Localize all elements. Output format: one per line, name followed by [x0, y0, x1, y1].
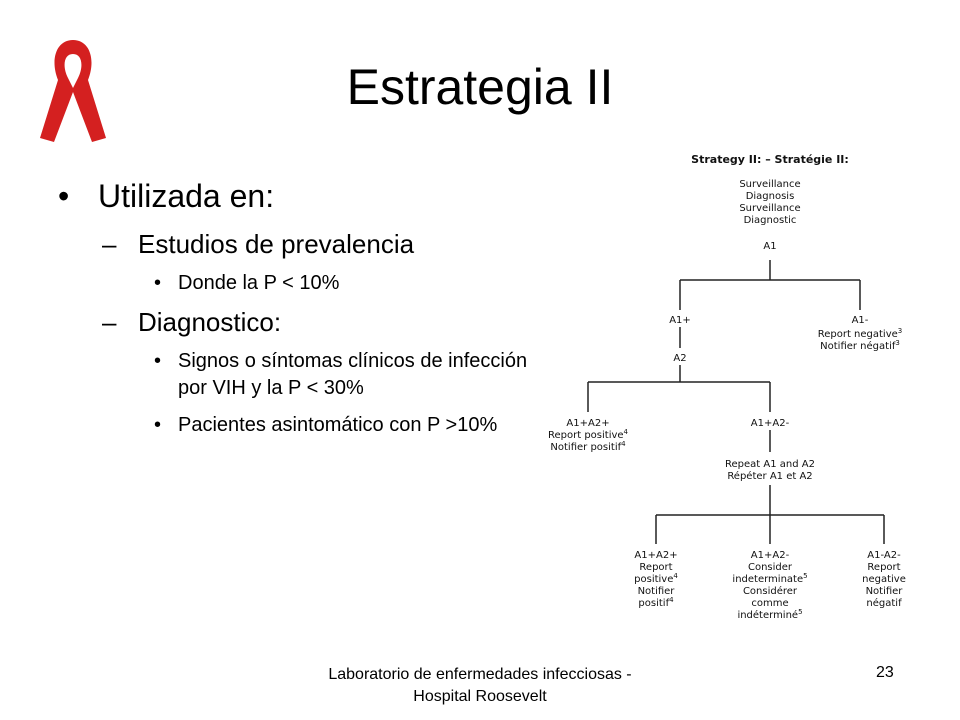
- result-negative: A1-A2- Report negative Notifier négatif: [862, 550, 906, 609]
- bullet-level3: •Pacientes asintomático con P >10%: [154, 414, 498, 436]
- bullet-diag-note2: Pacientes asintomático con P >10%: [178, 414, 498, 436]
- result-negative-line5: négatif: [866, 597, 902, 609]
- result-negative-line2: Report: [867, 562, 900, 573]
- result-indeterminate-line6: indéterminé5: [737, 608, 802, 621]
- node-a1-negative: A1-: [852, 315, 869, 326]
- bullet-level3: •Donde la P < 10%: [154, 272, 340, 294]
- node-a1a2-positive: A1+A2+: [566, 418, 609, 429]
- result-positive-line3: positive4: [634, 572, 678, 585]
- result-indeterminate-line4: Considérer: [743, 585, 798, 597]
- bullet-diagnostic: Diagnostico:: [138, 307, 282, 337]
- node-a1a2-positive-notifier: Notifier positif4: [550, 440, 626, 453]
- bullet-level1: •Utilizada en:: [58, 178, 275, 214]
- flowchart-connectors: [587, 260, 885, 544]
- node-top-line3: Surveillance: [739, 203, 800, 214]
- bullet-level3: •Signos o síntomas clínicos de infección…: [154, 350, 528, 399]
- result-positive-line4: Notifier: [638, 586, 676, 597]
- node-top-line4: Diagnostic: [744, 215, 797, 226]
- node-a1a2-positive-report: Report positive4: [548, 428, 629, 441]
- result-negative-line1: A1-A2-: [867, 550, 901, 561]
- result-positive: A1+A2+ Report positive4 Notifier positif…: [634, 550, 678, 609]
- result-positive-line1: A1+A2+: [634, 550, 677, 561]
- bullet-level2: –Estudios de prevalencia: [102, 229, 415, 259]
- red-ribbon-icon: [40, 40, 106, 142]
- result-positive-line2: Report: [639, 562, 672, 573]
- result-indeterminate-line2: Consider: [748, 562, 793, 573]
- node-a1: A1: [763, 241, 776, 252]
- node-repeat: Repeat A1 and A2: [725, 459, 815, 470]
- result-negative-line3: negative: [862, 574, 906, 585]
- result-negative-line4: Notifier: [866, 586, 904, 597]
- diagram-header: Strategy II: – Stratégie II:: [691, 153, 849, 166]
- bullet-utilizada: Utilizada en:: [98, 178, 275, 214]
- node-a1-negative-report: Report negative3: [818, 327, 903, 340]
- node-a2: A2: [673, 353, 686, 364]
- slide-footer: Laboratorio de enfermedades infecciosas …: [328, 666, 632, 705]
- result-indeterminate-line3: indeterminate5: [732, 572, 807, 585]
- result-indeterminate: A1+A2- Consider indeterminate5 Considére…: [732, 550, 807, 621]
- node-repeter: Répéter A1 et A2: [727, 470, 812, 482]
- node-a1-positive: A1+: [669, 315, 691, 326]
- page-number: 23: [876, 664, 894, 681]
- bullet-prevalence: Estudios de prevalencia: [138, 229, 415, 259]
- strategy-flowchart: Strategy II: – Stratégie II: Surveillanc…: [548, 153, 906, 621]
- bullet-list: •Utilizada en: –Estudios de prevalencia …: [58, 178, 528, 449]
- slide-title: Estrategia II: [346, 59, 614, 115]
- node-top-line1: Surveillance: [739, 179, 800, 190]
- bullet-prevalence-note: Donde la P < 10%: [178, 272, 340, 294]
- result-indeterminate-line5: comme: [751, 598, 788, 609]
- result-positive-line5: positif4: [638, 596, 674, 609]
- node-a1pos-a2neg: A1+A2-: [751, 418, 790, 429]
- result-indeterminate-line1: A1+A2-: [751, 550, 790, 561]
- node-top-line2: Diagnosis: [746, 191, 795, 202]
- node-a1-negative-notifier: Notifier négatif3: [820, 339, 900, 352]
- bullet-diag-note1: Signos o síntomas clínicos de infección …: [178, 350, 528, 399]
- bullet-level2: –Diagnostico:: [102, 307, 282, 337]
